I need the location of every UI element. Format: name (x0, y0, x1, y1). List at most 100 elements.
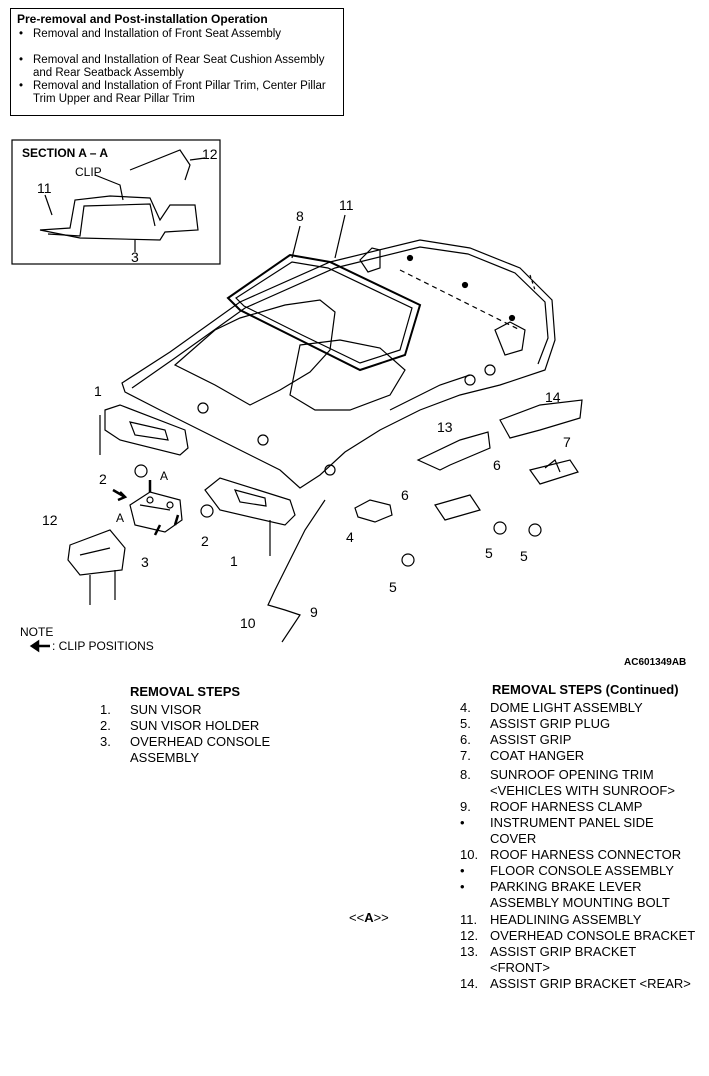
coat-hanger (544, 459, 561, 473)
preremoval-item: Removal and Installation of Front Seat A… (17, 28, 337, 41)
step-num: 11. (460, 912, 478, 927)
step-row: 10.ROOF HARNESS CONNECTOR (460, 847, 705, 863)
callout-10: 10 (240, 615, 256, 631)
sunroof-opening-trim (226, 253, 422, 372)
sun-visor-left (99, 404, 189, 456)
preremoval-list: Removal and Installation of Front Seat A… (17, 28, 337, 106)
step-text: ASSIST GRIP PLUG (490, 716, 611, 731)
step-text: PARKING BRAKE LEVER ASSEMBLY MOUNTING BO… (490, 879, 670, 910)
step-num: 14. (460, 976, 479, 991)
step-text: OVERHEAD CONSOLE ASSEMBLY (130, 734, 271, 765)
callout-5-b: 5 (485, 545, 493, 561)
step-text: SUNROOF OPENING TRIM <VEHICLES WITH SUNR… (490, 767, 675, 798)
preremoval-item: Removal and Installation of Rear Seat Cu… (17, 54, 337, 80)
step-num: 13. (460, 944, 479, 959)
step-text: COAT HANGER (490, 748, 585, 763)
step-row: •INSTRUMENT PANEL SIDE COVER (460, 815, 705, 847)
tag-letter: A (364, 910, 374, 925)
step-text: ASSIST GRIP BRACKET <REAR> (490, 976, 691, 991)
note-text: : CLIP POSITIONS (52, 639, 154, 653)
step-num: 4. (460, 700, 471, 715)
sun-visor-right (204, 477, 296, 556)
clip-arrow-icon (173, 514, 180, 526)
step-num: 10. (460, 847, 479, 862)
step-num: 6. (460, 732, 471, 747)
step-row: 12. OVERHEAD CONSOLE BRACKET (460, 928, 705, 944)
step-row: •PARKING BRAKE LEVER ASSEMBLY MOUNTING B… (460, 879, 705, 911)
dome-light (354, 499, 393, 523)
callout-6-front: 6 (401, 487, 409, 503)
callout-13: 13 (437, 419, 453, 435)
callout-14: 14 (545, 389, 561, 405)
step-text: SUN VISOR HOLDER (130, 718, 260, 733)
assist-grip-bracket-front (416, 431, 491, 471)
assist-grip-plug (401, 553, 415, 567)
overhead-console-bracket (67, 529, 126, 605)
callout-12-main: 12 (42, 512, 58, 528)
removal-steps-left: REMOVAL STEPS 1.SUN VISOR 2.SUN VISOR HO… (100, 684, 320, 766)
sunroof-opening-trim-inner (235, 261, 413, 364)
callout-2-left: 2 (99, 471, 107, 487)
step-row: 6. ASSIST GRIP (460, 732, 705, 748)
tag-suffix: >> (373, 910, 389, 925)
step-row: 2. SUN VISOR HOLDER (100, 718, 320, 734)
step-num: 9. (460, 799, 471, 814)
assist-grip-front (434, 494, 481, 521)
step-num: 5. (460, 716, 471, 731)
callout-1-right: 1 (230, 553, 238, 569)
tag-prefix: << (349, 910, 365, 925)
step-row: 13.ASSIST GRIP BRACKET <FRONT> (460, 944, 705, 976)
step-row: •FLOOR CONSOLE ASSEMBLY (460, 863, 705, 879)
callout-9: 9 (310, 604, 318, 620)
leader-8 (291, 225, 301, 259)
callout-7: 7 (563, 434, 571, 450)
removal-steps-right: REMOVAL STEPS (Continued) 4.DOME LIGHT A… (460, 682, 705, 992)
step-text: ASSIST GRIP (490, 732, 572, 747)
step-row: 9. ROOF HARNESS CLAMP (460, 799, 705, 815)
step-row: 1. SUN VISOR (100, 702, 320, 718)
assist-grip-rear (528, 459, 579, 485)
step-row: 5. ASSIST GRIP PLUG (460, 716, 705, 732)
leader-11 (334, 214, 346, 259)
step-text: OVERHEAD CONSOLE BRACKET (490, 928, 696, 943)
step-row: 11. HEADLINING ASSEMBLY (460, 912, 705, 928)
headlining (121, 239, 556, 489)
view-letter-a-left: A (116, 511, 124, 525)
note-title: NOTE (20, 625, 53, 639)
clip-arrow-icon (29, 639, 50, 653)
callout-4: 4 (346, 529, 354, 545)
step-num: 2. (100, 718, 111, 733)
assist-grip-plug (493, 521, 507, 535)
callout-11-main: 11 (339, 197, 354, 213)
step-row: 7. COAT HANGER (460, 748, 705, 764)
step-bullet: • (460, 815, 465, 830)
sun-visor-holder-right (200, 504, 214, 518)
callout-5-c: 5 (520, 548, 528, 564)
step-num: 3. (100, 734, 111, 749)
step-num: 1. (100, 702, 111, 717)
callout-11: 11 (37, 180, 52, 196)
preremoval-title: Pre-removal and Post-installation Operat… (17, 12, 268, 26)
step-text: DOME LIGHT ASSEMBLY (490, 700, 643, 715)
step-num: 8. (460, 767, 471, 782)
assist-grip-plug (528, 523, 542, 537)
step-num: 12. (460, 928, 479, 943)
roof-harness (267, 499, 326, 643)
view-letter-a-top: A (160, 469, 168, 483)
step-row: 3. OVERHEAD CONSOLE ASSEMBLY (100, 734, 320, 766)
step-row: 14. ASSIST GRIP BRACKET <REAR> (460, 976, 705, 992)
callout-3: 3 (131, 249, 139, 265)
overhead-console (129, 491, 183, 533)
step-num: 7. (460, 748, 471, 763)
step-text: SUN VISOR (130, 702, 202, 717)
preremoval-box: Pre-removal and Post-installation Operat… (10, 8, 344, 116)
step-text: FLOOR CONSOLE ASSEMBLY (490, 863, 674, 878)
section-label: SECTION A – A (22, 146, 108, 160)
callout-3-main: 3 (141, 554, 149, 570)
step-text: ROOF HARNESS CLAMP (490, 799, 643, 814)
preremoval-item: Removal and Installation of Front Pillar… (17, 80, 337, 106)
clip-arrow-icon (153, 524, 162, 536)
clip-label: CLIP (75, 165, 102, 179)
section-drawing (39, 149, 206, 252)
step-text: HEADLINING ASSEMBLY (490, 912, 642, 927)
